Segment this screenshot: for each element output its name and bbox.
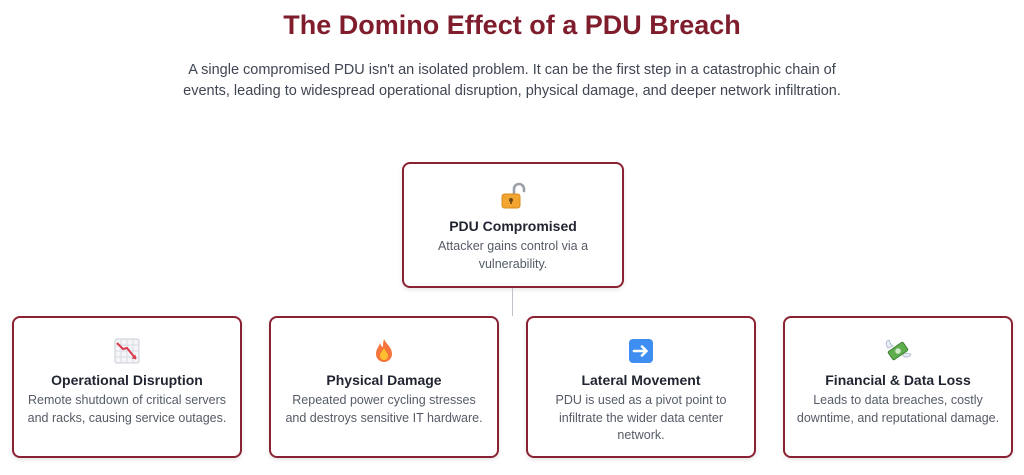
card-title: Lateral Movement (581, 372, 701, 388)
money-with-wings-icon (885, 339, 912, 361)
card-description: PDU is used as a pivot point to infiltra… (555, 393, 727, 442)
card-description: Repeated power cycling stresses and dest… (285, 393, 483, 425)
pdu-compromised-card: PDU Compromised Attacker gains control v… (402, 162, 624, 288)
card-title: Financial & Data Loss (825, 372, 971, 388)
operational-disruption-card: Operational Disruption Remote shutdown o… (12, 316, 242, 458)
open-lock-icon (501, 182, 526, 209)
connector-line (512, 288, 513, 316)
card-title: Operational Disruption (51, 372, 203, 388)
lateral-movement-card: Lateral Movement PDU is used as a pivot … (526, 316, 756, 458)
chart-decreasing-icon (114, 338, 140, 364)
fire-icon (376, 339, 392, 362)
page-subtitle: A single compromised PDU isn't an isolat… (183, 62, 841, 99)
physical-damage-card: Physical Damage Repeated power cycling s… (269, 316, 499, 458)
card-description: Attacker gains control via a vulnerabili… (437, 239, 589, 271)
right-arrow-icon (629, 339, 653, 363)
card-description: Leads to data breaches, costly downtime,… (796, 393, 1000, 425)
card-title: Physical Damage (326, 372, 442, 388)
card-title: PDU Compromised (449, 218, 577, 234)
financial-data-loss-card: Financial & Data Loss Leads to data brea… (783, 316, 1013, 458)
card-description: Remote shutdown of critical servers and … (27, 393, 227, 425)
page-title: The Domino Effect of a PDU Breach (283, 10, 741, 40)
